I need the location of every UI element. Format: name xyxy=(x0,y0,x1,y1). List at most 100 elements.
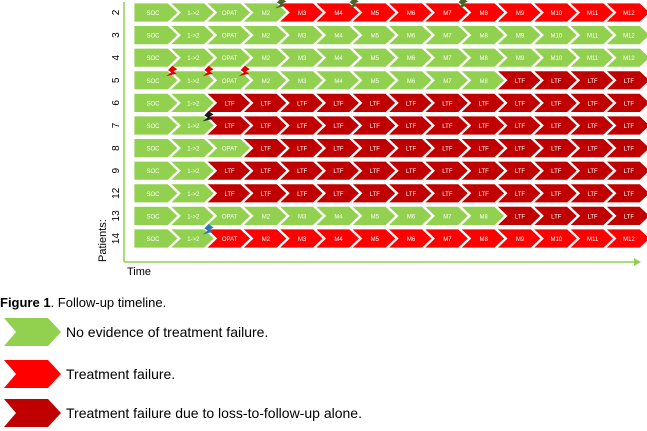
period-label: LTF xyxy=(479,101,490,107)
legend-item-treatment-failure: Treatment failure. xyxy=(4,360,644,388)
period-chevron xyxy=(169,183,215,204)
period-label: M12 xyxy=(623,34,635,40)
period-chevron xyxy=(169,47,215,68)
period-label: LTF xyxy=(333,101,344,107)
period-chevron xyxy=(350,138,397,159)
period-chevron xyxy=(205,70,252,91)
period-chevron xyxy=(532,228,578,249)
period-chevron xyxy=(568,138,615,159)
period-chevron xyxy=(205,2,252,23)
period-chevron xyxy=(205,183,252,204)
period-chevron xyxy=(278,115,324,136)
period-label: LTF xyxy=(370,147,381,153)
period-label: LTF xyxy=(297,147,308,153)
period-label: M9 xyxy=(516,34,525,40)
period-chevron xyxy=(241,25,288,45)
period-chevron xyxy=(241,70,288,91)
period-chevron xyxy=(495,93,542,113)
period-chevron xyxy=(604,47,647,68)
period-chevron xyxy=(532,183,578,204)
period-label: LTF xyxy=(515,169,526,175)
period-label: 1->2 xyxy=(187,56,200,62)
period-chevron xyxy=(387,228,433,249)
period-chevron xyxy=(133,205,179,226)
period-chevron xyxy=(314,205,361,226)
period-label: LTF xyxy=(261,124,272,130)
period-label: LTF xyxy=(587,147,598,153)
period-label: 1->2 xyxy=(187,237,200,243)
period-label: M2 xyxy=(262,11,271,17)
period-label: M3 xyxy=(298,56,307,62)
period-label: M6 xyxy=(407,56,416,62)
period-label: M5 xyxy=(371,34,380,40)
period-label: LTF xyxy=(297,169,308,175)
period-chevron xyxy=(532,93,578,113)
period-label: M11 xyxy=(587,237,599,243)
period-chevron xyxy=(133,25,179,45)
period-chevron xyxy=(495,183,542,204)
period-label: SOC xyxy=(146,147,160,153)
red-bolt-icon xyxy=(166,65,178,77)
period-label: LTF xyxy=(551,79,562,85)
period-label: M3 xyxy=(298,11,307,17)
period-label: LTF xyxy=(587,192,598,198)
period-label: LTF xyxy=(442,124,453,130)
period-chevron xyxy=(495,160,542,181)
period-chevron xyxy=(278,2,324,23)
period-chevron xyxy=(604,138,647,159)
period-label: LTF xyxy=(551,192,562,198)
period-chevron xyxy=(169,160,215,181)
period-chevron xyxy=(278,70,324,91)
period-label: LTF xyxy=(515,214,526,220)
period-label: 1->2 xyxy=(187,11,200,17)
green-bolt-icon xyxy=(456,0,468,9)
period-chevron xyxy=(205,160,252,181)
period-chevron xyxy=(133,138,179,159)
figure-caption: Figure 1. Follow-up timeline. xyxy=(0,295,166,310)
period-label: M3 xyxy=(298,79,307,85)
period-label: OPAT xyxy=(222,237,238,243)
period-label: LTF xyxy=(551,101,562,107)
period-chevron xyxy=(387,160,433,181)
period-chevron xyxy=(532,115,578,136)
period-chevron xyxy=(169,205,215,226)
period-chevron xyxy=(278,47,324,68)
period-label: M7 xyxy=(443,79,452,85)
period-chevron xyxy=(495,2,542,23)
period-label: LTF xyxy=(442,147,453,153)
period-chevron xyxy=(423,228,469,249)
period-label: OPAT xyxy=(222,34,238,40)
period-chevron xyxy=(604,2,647,23)
period-chevron xyxy=(314,160,361,181)
period-label: LTF xyxy=(370,169,381,175)
period-label: LTF xyxy=(333,124,344,130)
period-chevron xyxy=(459,25,506,45)
period-label: LTF xyxy=(515,79,526,85)
period-label: LTF xyxy=(297,124,308,130)
period-chevron xyxy=(568,47,615,68)
legend-label-no-failure: No evidence of treatment failure. xyxy=(66,324,269,340)
period-label: LTF xyxy=(624,214,635,220)
period-label: M4 xyxy=(334,79,343,85)
period-chevron xyxy=(278,25,324,45)
period-chevron xyxy=(532,70,578,91)
period-chevron xyxy=(169,93,215,113)
period-chevron xyxy=(532,25,578,45)
legend-swatch-red xyxy=(4,360,61,388)
period-label: M5 xyxy=(371,237,380,243)
period-chevron xyxy=(604,228,647,249)
period-label: LTF xyxy=(551,147,562,153)
period-label: M7 xyxy=(443,237,452,243)
period-chevron xyxy=(532,205,578,226)
period-chevron xyxy=(568,115,615,136)
legend-swatch-green xyxy=(4,318,61,346)
period-label: M4 xyxy=(334,237,343,243)
patient-id-label: 7 xyxy=(111,122,122,128)
period-chevron xyxy=(604,25,647,45)
patient-id-label: 14 xyxy=(111,233,122,245)
